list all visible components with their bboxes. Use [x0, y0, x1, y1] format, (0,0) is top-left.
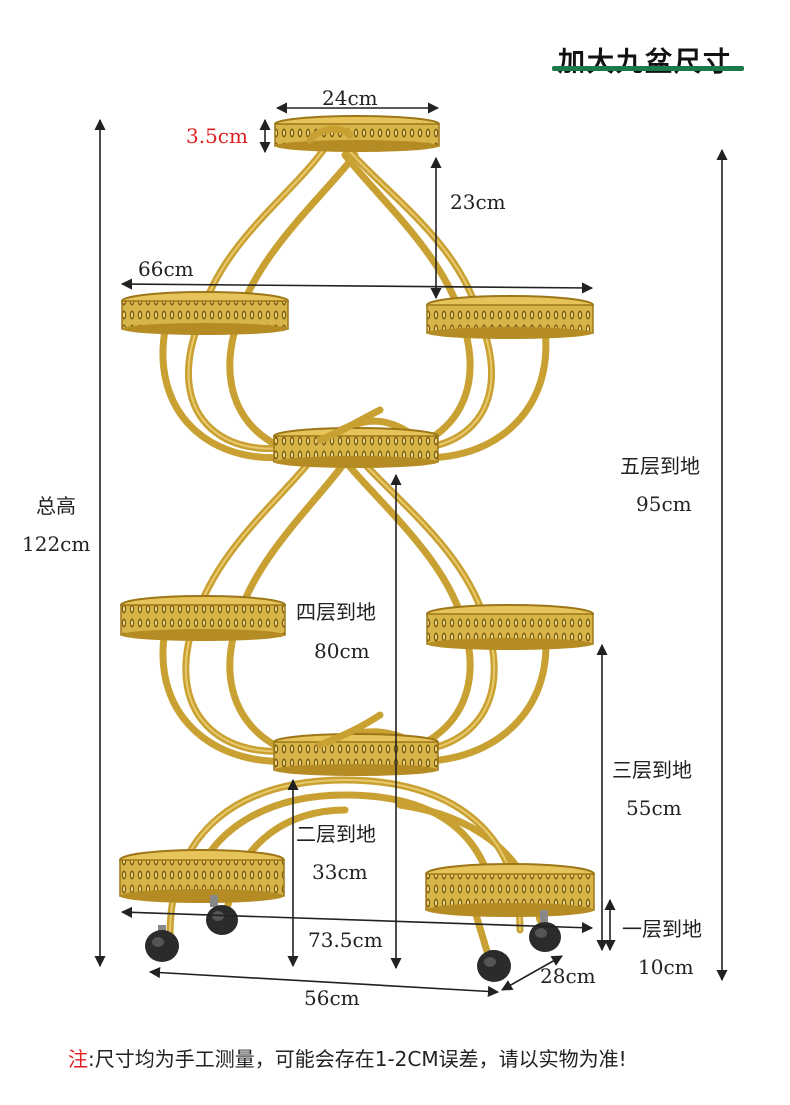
value-total-height: 122cm [22, 532, 91, 556]
value-level1: 10cm [638, 955, 694, 979]
tray-tier2-right [426, 604, 594, 650]
page-title: 加大九盆尺寸 [558, 47, 732, 78]
dimension-lines [94, 102, 728, 998]
dim-span-width [120, 278, 594, 294]
tray-bottom-right [425, 863, 595, 917]
caster-wheel-icon [145, 925, 179, 962]
label-level3: 三层到地 [612, 758, 692, 782]
tray-tier4-right [426, 295, 594, 339]
frame-front-tubes [306, 125, 384, 749]
title-underline [552, 66, 744, 71]
value-level2: 33cm [312, 860, 368, 884]
label-base-width: 56cm [304, 986, 360, 1010]
note-text: :尺寸均为手工测量，可能会存在1-2CM误差，请以实物为准! [88, 1047, 627, 1071]
tray-bottom-left [119, 849, 285, 903]
measurement-note: 注:尺寸均为手工测量，可能会存在1-2CM误差，请以实物为准! [68, 1043, 627, 1072]
label-level1: 一层到地 [622, 917, 702, 941]
label-tier-gap: 23cm [450, 190, 506, 214]
label-span-width: 66cm [138, 257, 194, 281]
label-base-depth: 28cm [540, 964, 596, 988]
value-level4: 80cm [314, 639, 370, 663]
dim-base-depth [501, 955, 563, 991]
value-level3: 55cm [626, 796, 682, 820]
caster-wheel-icon [477, 950, 511, 982]
dim-base-width [148, 966, 500, 998]
label-level4: 四层到地 [296, 600, 376, 624]
tray-tier1-center [273, 733, 439, 776]
label-top-width: 24cm [322, 86, 378, 110]
label-base-diagonal: 73.5cm [308, 928, 383, 952]
label-rim-height: 3.5cm [186, 124, 248, 148]
label-total-height: 总高 [36, 494, 76, 518]
tray-tier2-left [120, 595, 286, 641]
dim-base-diagonal [120, 906, 594, 934]
tray-top [274, 115, 440, 152]
label-level5: 五层到地 [620, 454, 700, 478]
value-level5: 95cm [636, 492, 692, 516]
tray-tier4-left [121, 291, 289, 335]
tray-tier3-center [273, 427, 439, 468]
note-prefix: 注 [68, 1047, 88, 1071]
label-level2: 二层到地 [296, 822, 376, 846]
